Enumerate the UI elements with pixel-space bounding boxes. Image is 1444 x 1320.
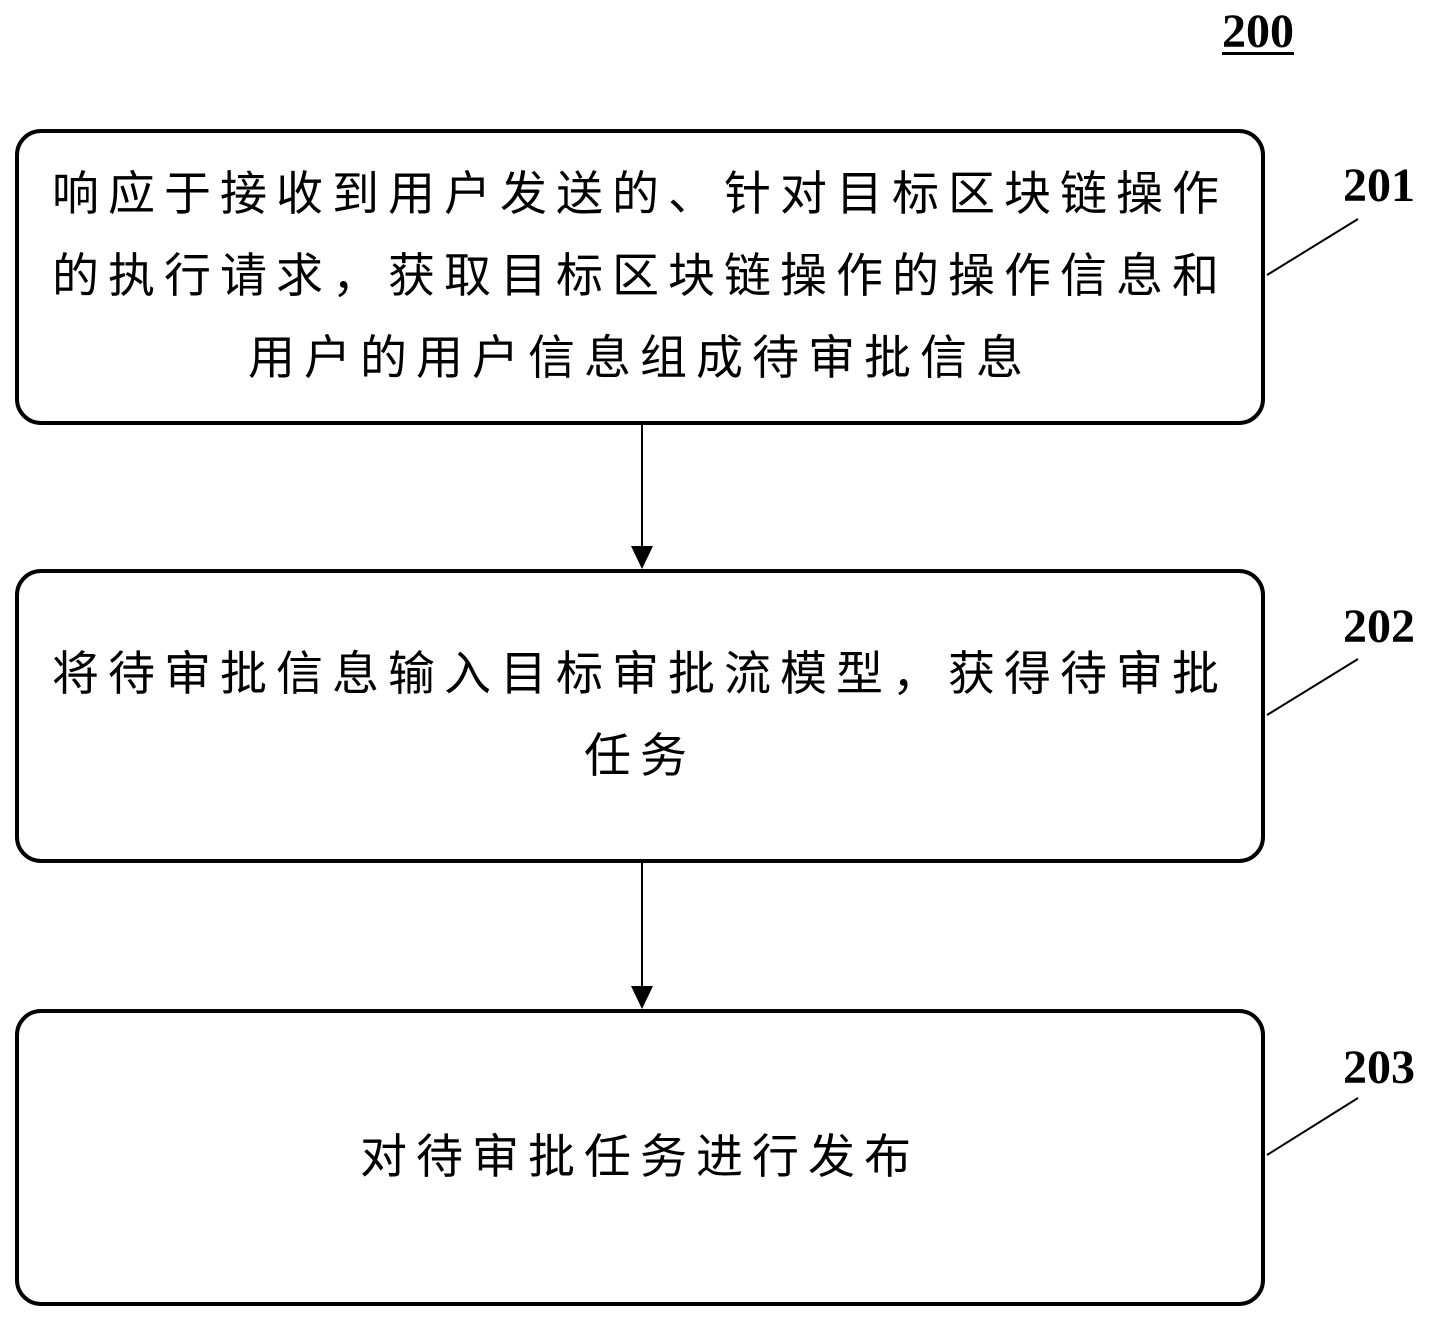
leader-line-201 <box>1266 218 1359 276</box>
leader-line-202 <box>1266 658 1359 716</box>
arrow-202-to-203-head <box>631 986 653 1009</box>
step-number-203: 203 <box>1343 1041 1415 1094</box>
figure-number: 200 <box>1222 5 1294 58</box>
step-number-202: 202 <box>1343 600 1415 653</box>
step-box-203: 对待审批任务进行发布 <box>15 1009 1265 1306</box>
step-text-202: 将待审批信息输入目标审批流模型，获得待审批任务 <box>52 647 1228 784</box>
step-text-203: 对待审批任务进行发布 <box>360 1129 920 1185</box>
step-number-201: 201 <box>1343 159 1415 212</box>
step-box-201: 响应于接收到用户发送的、针对目标区块链操作的执行请求，获取目标区块链操作的操作信… <box>15 129 1265 425</box>
leader-line-203 <box>1266 1097 1359 1156</box>
arrow-201-to-202-head <box>631 546 653 569</box>
step-text-201: 响应于接收到用户发送的、针对目标区块链操作的执行请求，获取目标区块链操作的操作信… <box>52 167 1228 386</box>
step-box-202: 将待审批信息输入目标审批流模型，获得待审批任务 <box>15 569 1265 863</box>
